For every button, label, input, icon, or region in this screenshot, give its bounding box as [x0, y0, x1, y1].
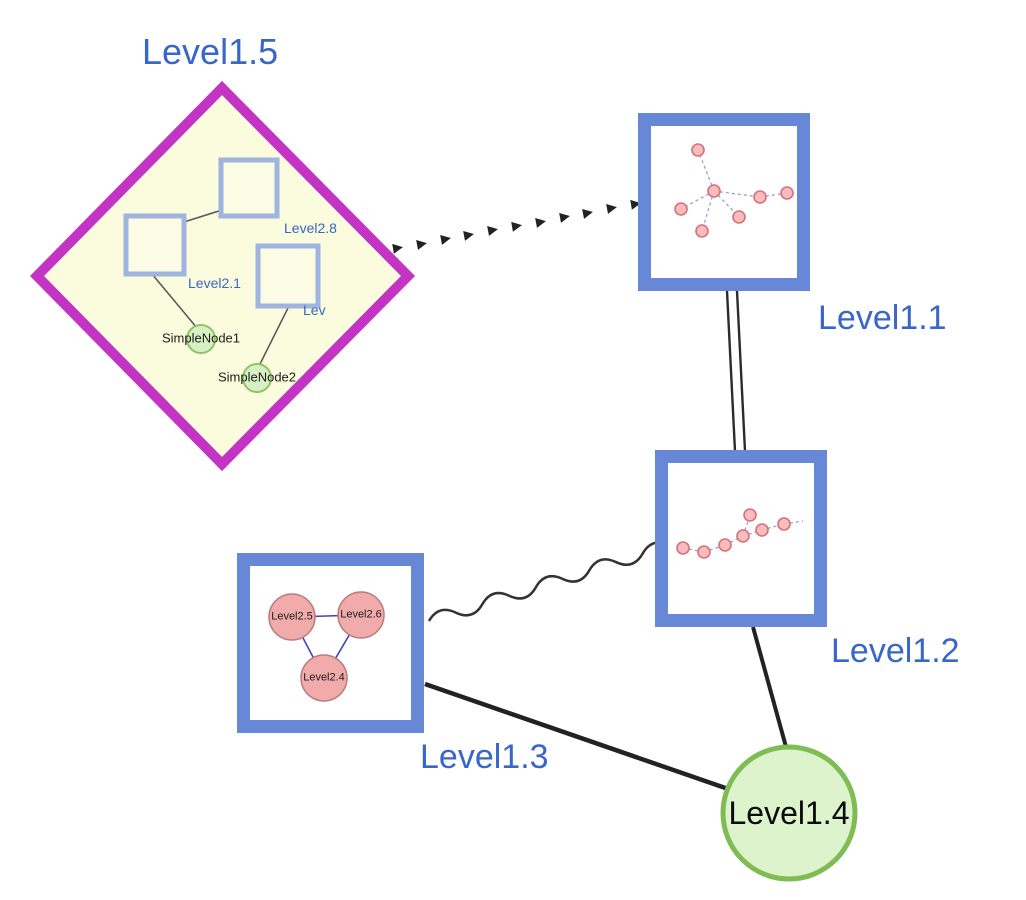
- edge-level21-simplenode1[interactable]: [151, 273, 198, 329]
- inner-square-lev[interactable]: [255, 243, 321, 309]
- label-lev: Lev: [303, 302, 326, 318]
- mini-node[interactable]: [753, 190, 767, 204]
- label-simplenode2: SimpleNode2: [217, 369, 297, 385]
- edge-level11-level12-double[interactable]: [725, 290, 747, 452]
- mini-edge[interactable]: [697, 149, 715, 192]
- mini-node[interactable]: [736, 529, 750, 543]
- label-level13: Level1.3: [420, 738, 549, 776]
- mini-node[interactable]: [755, 523, 769, 537]
- mini-node[interactable]: [732, 210, 746, 224]
- group-node-level15-diamond[interactable]: [29, 80, 416, 472]
- mini-node[interactable]: [674, 202, 688, 216]
- label-level14: Level1.4: [728, 795, 850, 831]
- inner-square-level21[interactable]: [123, 213, 187, 277]
- mini-graph-level13: [268, 591, 385, 702]
- label-simplenode1: SimpleNode1: [161, 330, 241, 346]
- label-level2-5: Level2.5: [271, 610, 313, 623]
- node-level2-5[interactable]: [268, 593, 316, 641]
- mini-node[interactable]: [691, 143, 705, 157]
- edge-level28-level21[interactable]: [183, 209, 223, 223]
- mini-node[interactable]: [777, 517, 791, 531]
- mini-node[interactable]: [695, 224, 709, 238]
- mini-edge[interactable]: [713, 190, 761, 198]
- inner-square-level28[interactable]: [218, 157, 280, 219]
- label-level11: Level1.1: [818, 299, 947, 337]
- node-level2-6[interactable]: [337, 591, 385, 639]
- group-node-level13[interactable]: [237, 553, 424, 733]
- mini-graph-level12: [676, 508, 804, 559]
- mini-edge[interactable]: [701, 190, 715, 232]
- mini-node[interactable]: [676, 541, 690, 555]
- mini-graph-level11: [674, 143, 794, 238]
- label-level28: Level2.8: [284, 220, 337, 236]
- mini-node[interactable]: [780, 186, 794, 200]
- mini-node[interactable]: [707, 184, 721, 198]
- label-level21: Level2.1: [188, 275, 241, 291]
- edge-lev-simplenode2[interactable]: [258, 305, 290, 367]
- mini-node[interactable]: [743, 508, 757, 522]
- edge-level13-level12-wavy[interactable]: [427, 539, 671, 627]
- node-level2-4[interactable]: [300, 654, 348, 702]
- node-simplenode2[interactable]: [242, 363, 272, 393]
- edge-level13-level14[interactable]: [424, 681, 761, 803]
- label-level2-4: Level2.4: [303, 671, 345, 684]
- node-simplenode1[interactable]: [186, 324, 216, 354]
- mini-node[interactable]: [697, 545, 711, 559]
- label-level12: Level1.2: [831, 632, 960, 670]
- label-level15: Level1.5: [142, 31, 279, 72]
- mini-node[interactable]: [718, 538, 732, 552]
- mini-edge[interactable]: [759, 192, 788, 198]
- label-level2-6: Level2.6: [340, 608, 382, 621]
- edge-level15-level11-dashed-arrow[interactable]: [392, 199, 641, 254]
- node-level14[interactable]: [720, 744, 858, 882]
- edge-level12-level14[interactable]: [751, 626, 793, 766]
